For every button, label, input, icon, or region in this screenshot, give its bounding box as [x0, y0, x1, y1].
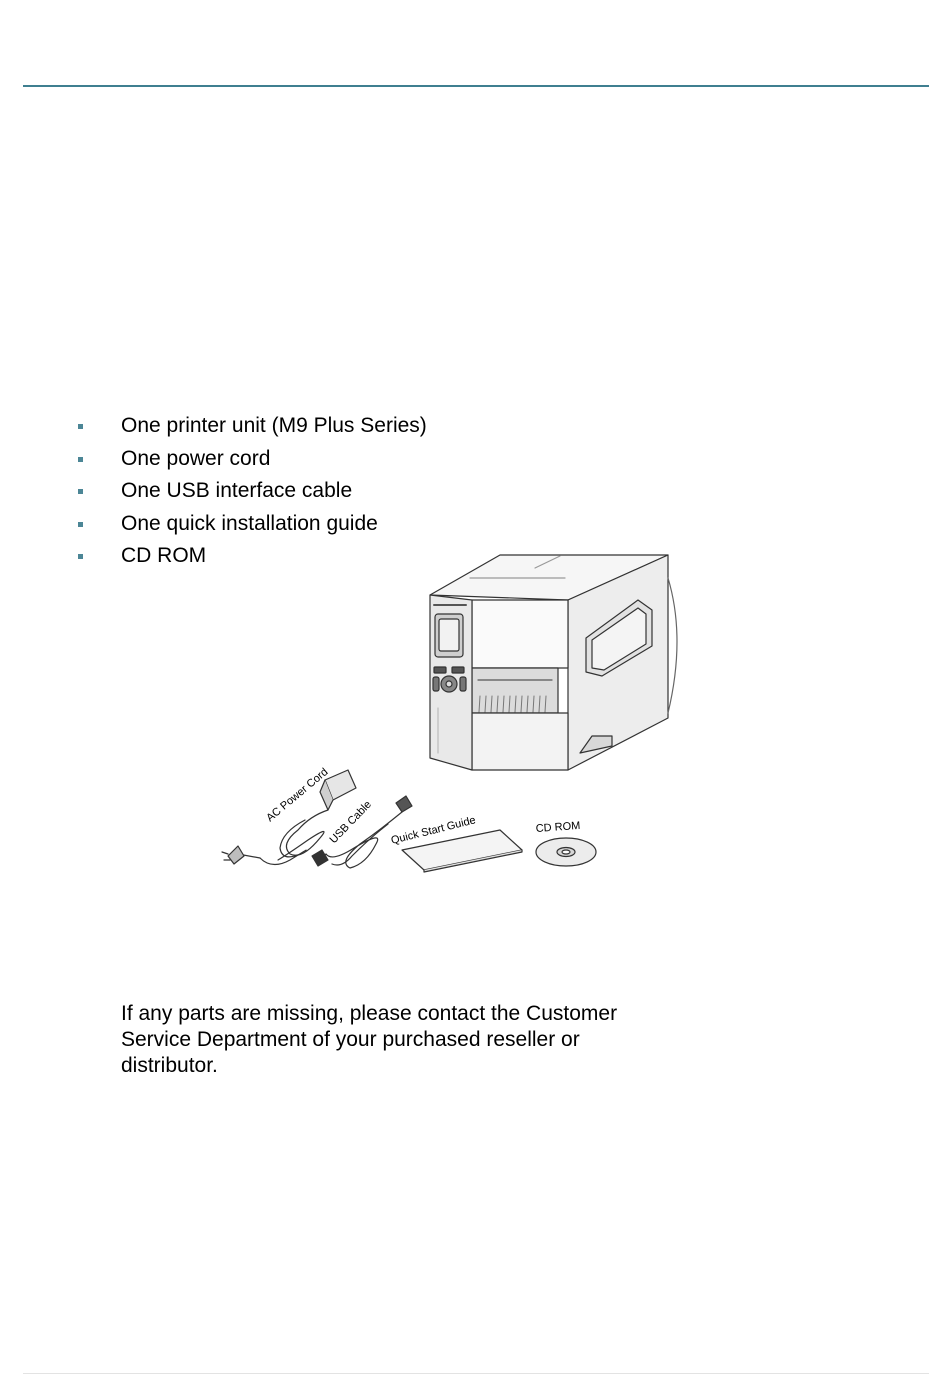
cd-rom-illustration [536, 838, 596, 866]
list-item-text: One power cord [121, 443, 270, 476]
header-rule [23, 85, 929, 87]
bullet-icon [78, 489, 83, 494]
list-item-text: One printer unit (M9 Plus Series) [121, 410, 427, 443]
ac-power-cord-illustration [222, 770, 356, 865]
bullet-icon [78, 457, 83, 462]
package-contents-illustration: AC Power Cord USB Cable Quick Start Guid… [220, 548, 690, 883]
list-item-text: One USB interface cable [121, 475, 352, 508]
printer-illustration [430, 555, 677, 770]
list-item-text: One quick installation guide [121, 508, 378, 541]
list-item-text: CD ROM [121, 540, 206, 573]
cd-rom-label: CD ROM [535, 820, 580, 835]
bullet-icon [78, 424, 83, 429]
bullet-icon [78, 522, 83, 527]
bullet-icon [78, 554, 83, 559]
ac-power-cord-label: AC Power Cord [264, 766, 330, 824]
footer-rule [23, 1373, 929, 1374]
missing-parts-note: If any parts are missing, please contact… [121, 1001, 661, 1079]
